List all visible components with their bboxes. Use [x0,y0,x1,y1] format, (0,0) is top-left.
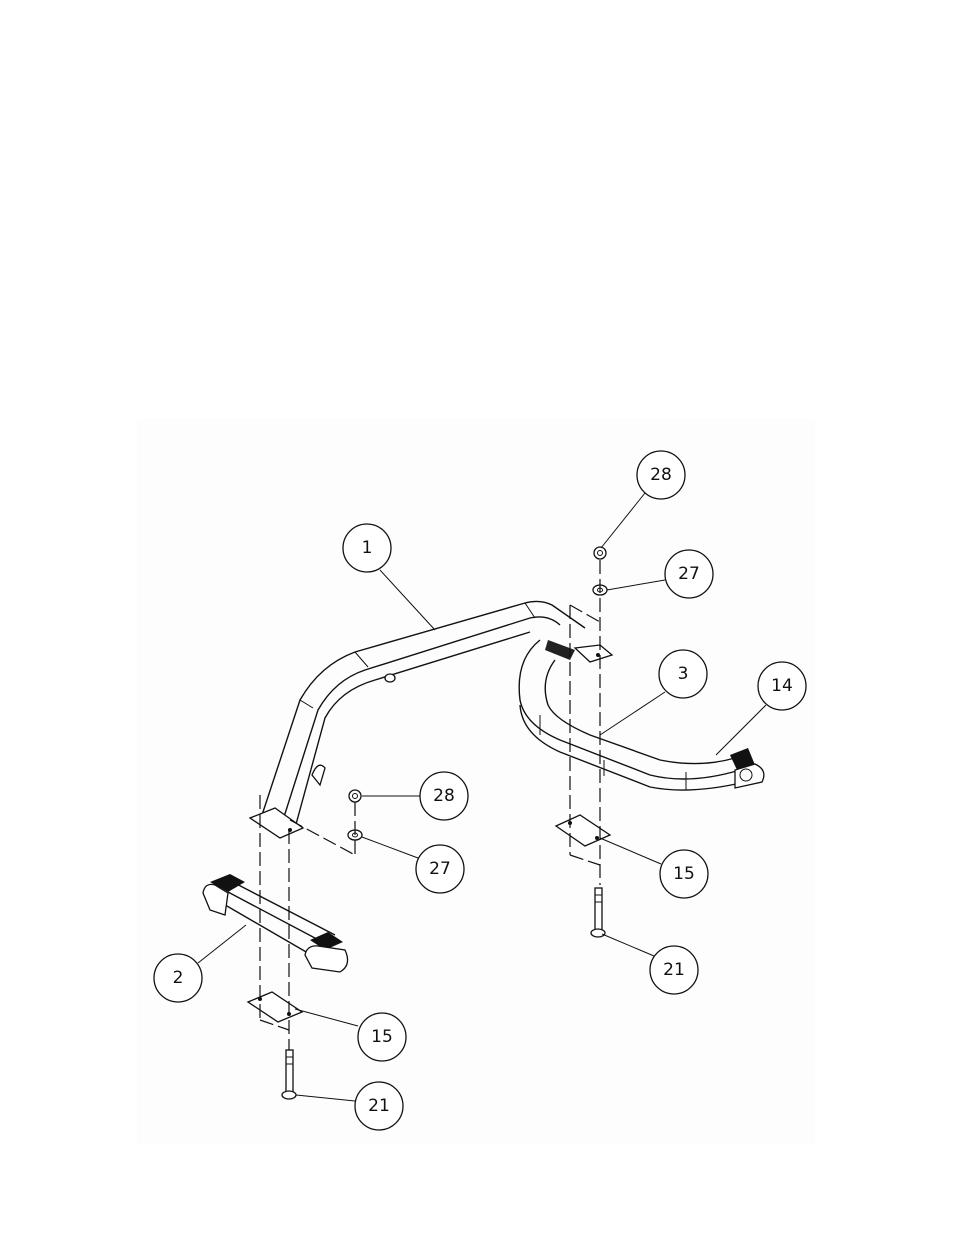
callout-label: 21 [663,960,685,980]
callout-1: 1 [342,523,436,631]
callout-21-right: 21 [601,933,699,995]
callout-27-top: 27 [606,549,714,599]
callout-3: 3 [599,649,708,736]
callout-label: 2 [173,968,184,988]
callout-label: 27 [429,859,451,879]
callout-27-left: 27 [361,836,465,894]
drawing-panel [137,418,815,1145]
part-21-bolt-left [281,1049,297,1100]
callout-21-left: 21 [295,1081,404,1131]
part-1-frame-tube [248,600,614,839]
part-21-bolt-right [590,887,606,938]
callout-label: 28 [433,786,455,806]
callout-label: 3 [678,664,689,684]
callout-label: 28 [650,465,672,485]
callout-label: 27 [678,564,700,584]
callout-28-top: 28 [600,450,686,549]
callout-2: 2 [153,924,247,1003]
part-14-end-cap [730,748,765,789]
part-15-plate-right [554,814,612,847]
callout-label: 15 [673,864,695,884]
callout-15-left: 15 [294,1008,407,1062]
callout-label: 15 [371,1027,393,1047]
callouts: 1 28 27 3 14 28 27 15 2 21 15 21 [153,450,807,1131]
callout-14: 14 [715,661,807,756]
callout-28-left: 28 [362,771,469,821]
assembly-centerlines [259,560,601,1050]
part-28-nut-top [593,546,607,560]
part-15-plate-left [246,991,304,1023]
callout-label: 1 [362,538,373,558]
callout-label: 21 [368,1096,390,1116]
callout-15-right: 15 [599,837,709,899]
callout-label: 14 [771,676,793,696]
part-2-stabilizer-foot [202,874,349,973]
part-3-curved-tube [518,639,746,791]
part-28-nut-left [348,789,362,803]
